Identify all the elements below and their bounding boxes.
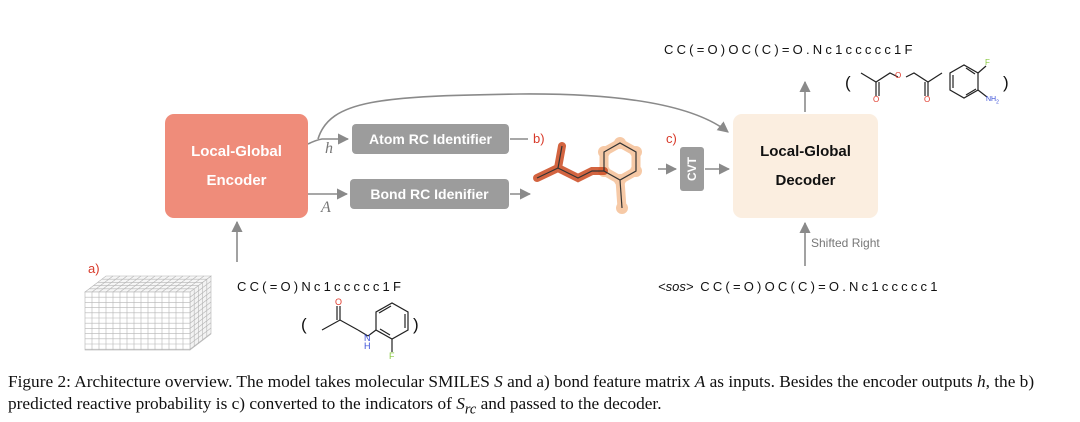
caption-part-5: and passed to the decoder.	[476, 394, 662, 413]
label-b: b)	[533, 131, 545, 146]
decoder-line1: Local-Global	[760, 143, 851, 160]
output-paren-open: (	[845, 73, 851, 92]
bond-feature-matrix-icon	[84, 275, 212, 351]
sos-token: <sos>	[658, 279, 694, 294]
input-atom-F: F	[389, 351, 395, 361]
cvt-label: CVT	[685, 157, 699, 181]
caption-var-Src: S	[456, 394, 465, 413]
input-paren-close: )	[413, 315, 419, 334]
arrow-encoder-to-decoder	[317, 93, 729, 140]
caption-var-Src-sub: rc	[464, 401, 477, 418]
caption-var-S: S	[494, 372, 503, 391]
encoder-line1: Local-Global	[191, 143, 282, 160]
output-atom-NH: NH	[986, 96, 997, 103]
caption-var-h: h	[976, 372, 986, 391]
decoder-line2: Decoder	[775, 172, 836, 189]
shifted-smiles-line: <sos> CC(=O)OC(C)=O.Nc1ccccc1	[658, 279, 941, 294]
input-atom-O: O	[335, 297, 343, 307]
caption-part-4: , the b) predicted reactive probability …	[8, 372, 1035, 413]
acetic-anhydride-structure	[860, 72, 943, 96]
reactive-molecule-highlighted	[533, 137, 642, 214]
output-atom-NH2-sub: 2	[996, 99, 999, 106]
output-atom-O-left: O	[873, 95, 880, 104]
input-paren-open: (	[301, 315, 307, 334]
caption-part-1: Architecture overview. The model takes m…	[70, 372, 495, 391]
output-atom-O-bridge: O	[895, 71, 902, 80]
input-atom-N: N	[364, 333, 371, 343]
bond-rc-label: Bond RC Idenifier	[370, 186, 489, 202]
encoder-line2: Encoder	[206, 172, 267, 189]
output-atom-F: F	[985, 58, 990, 67]
input-molecule-structure	[321, 302, 409, 352]
bond-rc-identifier: Bond RC Idenifier	[350, 179, 509, 209]
label-a: a)	[88, 261, 100, 276]
shifted-smiles: CC(=O)OC(C)=O.Nc1ccccc1	[700, 279, 941, 294]
output-paren-close: )	[1003, 73, 1009, 92]
arrow-h-to-atom-rc	[307, 133, 350, 145]
shifted-right-label: Shifted Right	[811, 236, 880, 250]
atom-rc-identifier: Atom RC Identifier	[352, 124, 509, 154]
cvt-converter: CVT	[680, 147, 704, 191]
input-atom-H: H	[364, 341, 371, 351]
var-A: A	[321, 199, 331, 216]
fluoroaniline-structure	[949, 64, 988, 99]
caption-part-2: and a) bond feature matrix	[502, 372, 695, 391]
caption-var-A: A	[694, 372, 706, 391]
output-smiles: CC(=O)OC(C)=O.Nc1ccccc1F	[664, 42, 916, 57]
caption-part-3: as inputs. Besides the encoder outputs	[705, 372, 977, 391]
label-c: c)	[666, 131, 677, 146]
output-atom-NH2: NH2	[986, 96, 999, 105]
atom-rc-label: Atom RC Identifier	[369, 131, 492, 147]
input-smiles: CC(=O)Nc1ccccc1F	[237, 279, 405, 294]
figure-label: Figure 2:	[8, 372, 71, 391]
figure-caption: Figure 2: Architecture overview. The mod…	[8, 371, 1076, 420]
var-h: h	[325, 140, 333, 157]
output-atom-O-right: O	[924, 95, 931, 104]
